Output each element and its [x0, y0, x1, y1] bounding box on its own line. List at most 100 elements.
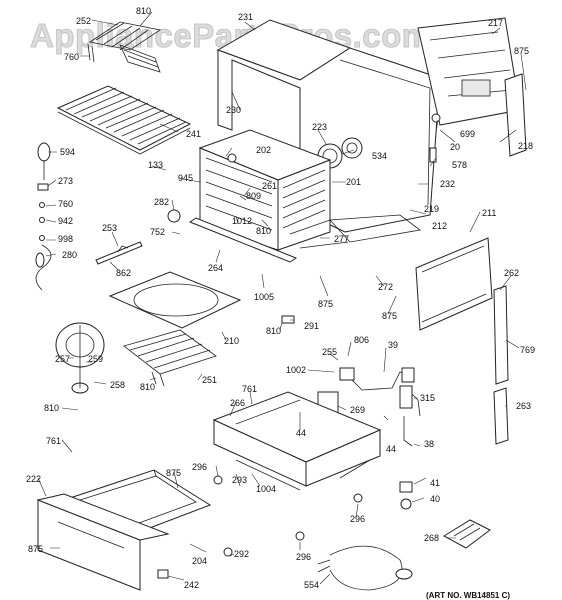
part-side-trim-upper — [493, 285, 509, 385]
callout-262: 262 — [504, 268, 519, 278]
callout-230: 230 — [226, 105, 241, 115]
callout-252: 252 — [76, 16, 91, 26]
part-rod — [95, 241, 143, 265]
callout-222: 222 — [26, 474, 41, 484]
callout-810c: 810 — [266, 326, 281, 336]
callout-44b: 44 — [386, 444, 396, 454]
part-rail — [188, 217, 298, 263]
callout-231: 231 — [238, 12, 253, 22]
callout-810: 810 — [136, 6, 151, 16]
callout-255: 255 — [322, 347, 337, 357]
callout-20: 20 — [450, 142, 460, 152]
watermark-text: AppliancePartsPros.com — [30, 17, 432, 54]
art-number: (ART NO. WB14851 C) — [426, 591, 510, 600]
part-wiring — [345, 367, 421, 447]
callout-752: 752 — [150, 227, 165, 237]
callout-296b: 296 — [350, 514, 365, 524]
part-back-panel — [417, 17, 527, 157]
part-left-components — [35, 142, 181, 291]
callout-242: 242 — [184, 580, 199, 590]
callout-259: 259 — [88, 354, 103, 364]
callout-554: 554 — [304, 580, 319, 590]
callout-293: 293 — [232, 475, 247, 485]
callout-534: 534 — [372, 151, 387, 161]
callout-875b: 875 — [318, 299, 333, 309]
callout-201: 201 — [346, 177, 361, 187]
part-oven-cavity — [198, 129, 332, 251]
callout-760: 760 — [64, 52, 79, 62]
part-40 — [400, 498, 412, 510]
part-41 — [399, 481, 413, 493]
callout-212: 212 — [432, 221, 447, 231]
part-broil-element — [123, 329, 217, 387]
part-outer-case — [216, 19, 441, 233]
callout-1002: 1002 — [286, 365, 306, 375]
part-power-cord-plug — [395, 568, 413, 580]
part-291 — [281, 315, 295, 324]
callout-232: 232 — [440, 179, 455, 189]
callout-875: 875 — [514, 46, 529, 56]
part-268 — [443, 519, 491, 549]
callout-296c: 296 — [296, 552, 311, 562]
callout-223: 223 — [312, 122, 327, 132]
callout-594: 594 — [60, 147, 75, 157]
callout-875d: 875 — [166, 468, 181, 478]
part-rod-clip — [117, 245, 129, 253]
callout-251: 251 — [202, 375, 217, 385]
callout-217: 217 — [488, 18, 503, 28]
callout-862: 862 — [116, 268, 131, 278]
part-bake-element — [87, 21, 162, 73]
callout-41: 41 — [430, 478, 440, 488]
callout-272: 272 — [378, 282, 393, 292]
callout-211: 211 — [482, 208, 496, 218]
part-drawer-support — [212, 391, 382, 491]
callout-1005: 1005 — [254, 292, 274, 302]
part-drawer-front-top — [36, 493, 170, 541]
callout-282: 282 — [154, 197, 169, 207]
callout-1004: 1004 — [256, 484, 276, 494]
callout-806: 806 — [354, 335, 369, 345]
part-fasteners — [157, 475, 363, 579]
part-oven-bottom — [108, 271, 242, 329]
callout-257: 257 — [55, 354, 70, 364]
callout-44a: 44 — [296, 428, 306, 438]
callout-218: 218 — [518, 141, 533, 151]
callout-258: 258 — [110, 380, 125, 390]
callout-219: 219 — [424, 204, 439, 214]
callout-204: 204 — [192, 556, 207, 566]
part-oven-bottom-oval — [133, 283, 219, 317]
part-side-trim-lower — [493, 387, 509, 445]
callout-202: 202 — [256, 145, 271, 155]
callout-761a: 761 — [242, 384, 257, 394]
callout-315: 315 — [420, 393, 435, 403]
part-terminal-block — [339, 367, 355, 381]
callout-1012: 1012 — [232, 216, 252, 226]
callout-291: 291 — [304, 321, 319, 331]
part-power-cord — [329, 545, 403, 591]
callout-266: 266 — [230, 398, 245, 408]
callout-810e: 810 — [44, 403, 59, 413]
callout-875e: 875 — [28, 544, 43, 554]
callout-810b: 810 — [256, 226, 271, 236]
part-bottom-tray — [329, 214, 421, 243]
callout-280: 280 — [62, 250, 77, 260]
callout-809: 809 — [246, 191, 261, 201]
callout-39: 39 — [388, 340, 398, 350]
callout-760b: 760 — [58, 199, 73, 209]
part-side-panel — [415, 237, 493, 331]
callout-268: 268 — [424, 533, 439, 543]
callout-241: 241 — [186, 129, 201, 139]
callout-277: 277 — [334, 234, 349, 244]
part-oven-rack — [56, 85, 192, 155]
callout-40: 40 — [430, 494, 440, 504]
callout-810d: 810 — [140, 382, 155, 392]
part-drawer-handle — [57, 521, 125, 549]
callout-210: 210 — [224, 336, 239, 346]
callout-273: 273 — [58, 176, 73, 186]
part-surface-burner — [55, 322, 105, 394]
callout-labels: 252 810 760 231 217 875 230 699 20 218 2… — [26, 6, 535, 590]
callout-253: 253 — [102, 223, 117, 233]
leader-lines — [37, 11, 527, 585]
callout-945: 945 — [178, 173, 193, 183]
